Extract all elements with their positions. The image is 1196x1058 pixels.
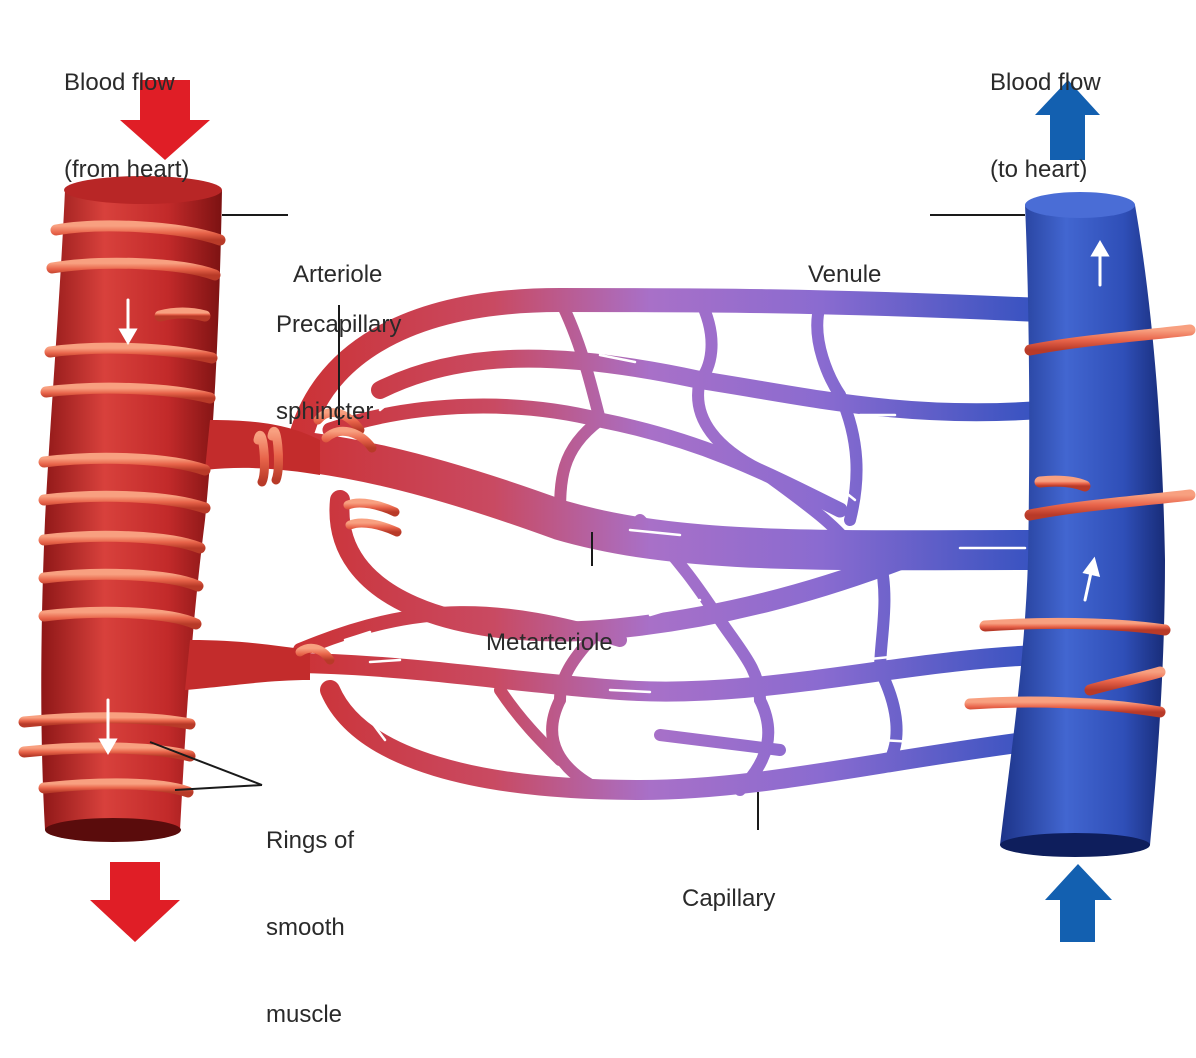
precapillary-sphincter-label: Precapillary sphincter: [276, 252, 401, 455]
flow-in-label-line1: Blood flow: [64, 68, 189, 97]
flow-out-label-line2: (to heart): [990, 155, 1101, 184]
flow-in-arrow-bottom-right: [1045, 864, 1112, 942]
precapillary-label-line1: Precapillary: [276, 310, 401, 339]
flow-in-label-line2: (from heart): [64, 155, 189, 184]
flow-out-label: Blood flow (to heart): [990, 10, 1101, 213]
venule-vessel: [1000, 192, 1165, 857]
metarteriole-label-text: Metarteriole: [486, 628, 613, 657]
capillary-label-text: Capillary: [682, 884, 775, 913]
venule-label-text: Venule: [808, 260, 881, 289]
rings-label-line1: Rings of: [266, 826, 354, 855]
precapillary-label-line2: sphincter: [276, 397, 401, 426]
rings-of-smooth-muscle-label: Rings of smooth muscle: [266, 768, 354, 1058]
metarteriole-label: Metarteriole: [486, 570, 613, 686]
venule-label: Venule: [808, 202, 881, 318]
flow-out-arrow-bottom-left: [90, 862, 180, 942]
rings-label-line3: muscle: [266, 1000, 354, 1029]
flow-in-label: Blood flow (from heart): [64, 10, 189, 213]
rings-label-line2: smooth: [266, 913, 354, 942]
capillary-label: Capillary: [682, 826, 775, 942]
microcirculation-diagram: Blood flow (from heart) Blood flow (to h…: [0, 0, 1196, 942]
flow-out-label-line1: Blood flow: [990, 68, 1101, 97]
metarteriole-vessel: [200, 447, 1040, 550]
